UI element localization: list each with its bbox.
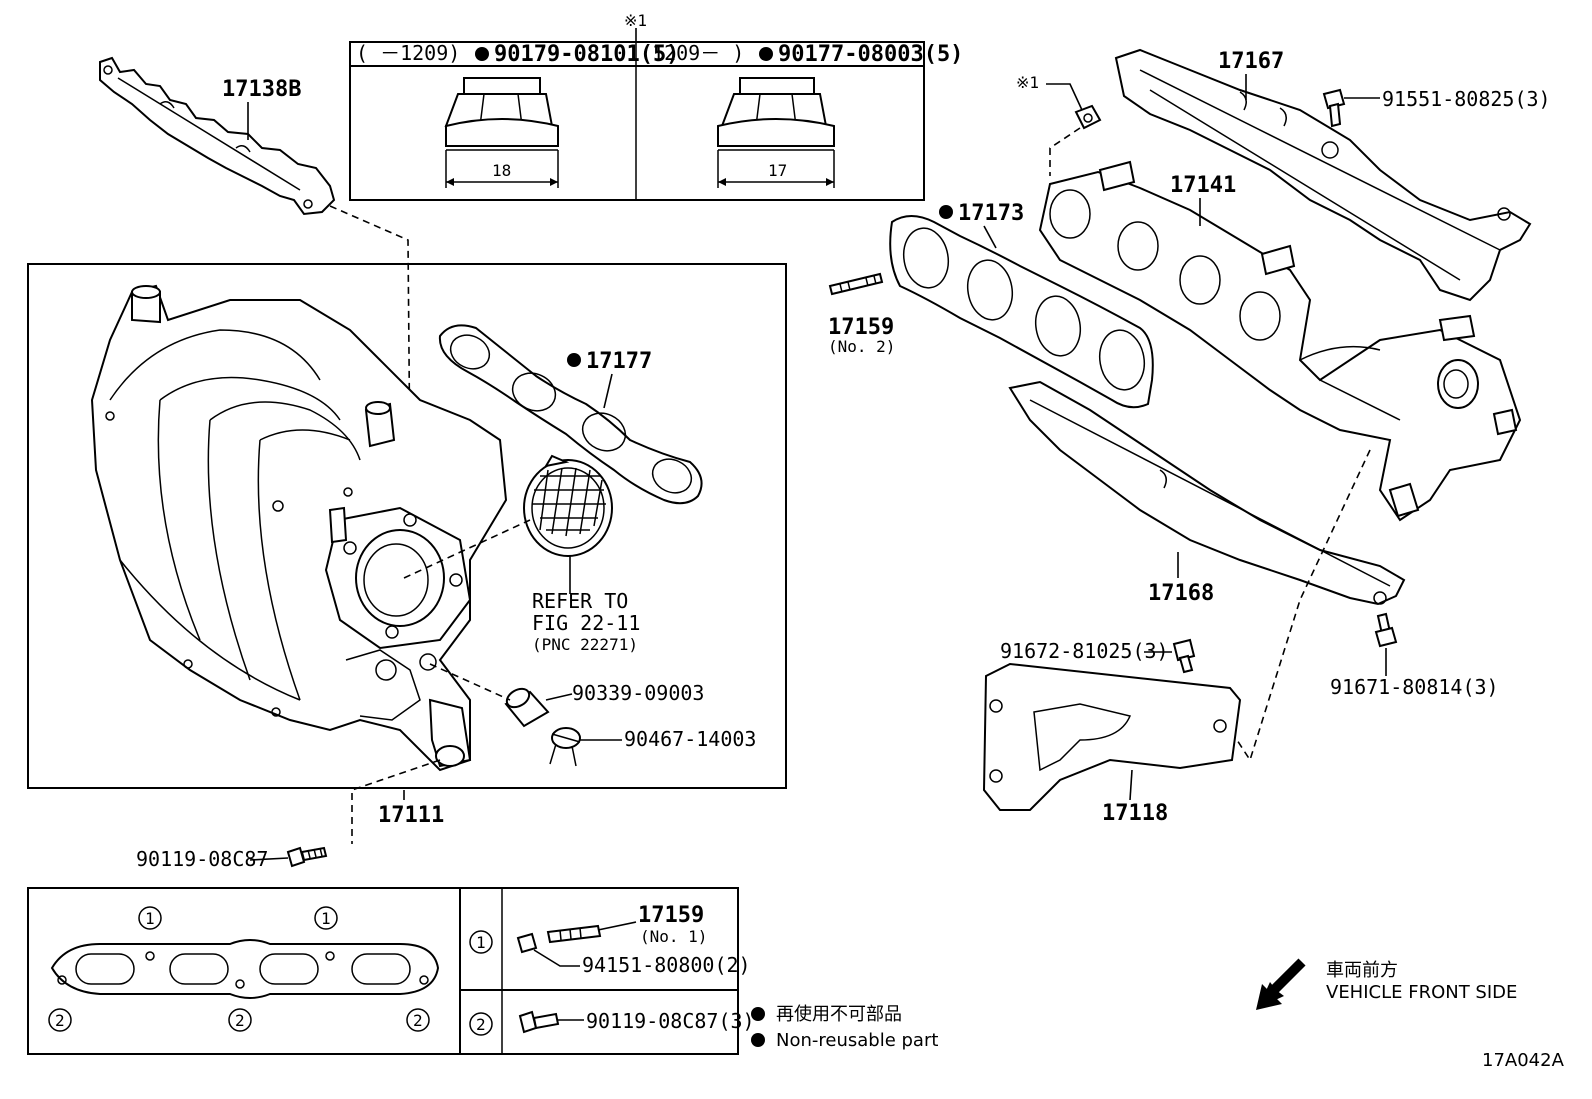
flange-nut-icon xyxy=(717,77,835,188)
row2-bolt: 90119-08C87(3) xyxy=(586,1009,755,1033)
nut-note1-icon xyxy=(1074,104,1102,130)
nut-left-range: ( －1209) xyxy=(356,41,460,65)
stud-17159-no1-icon xyxy=(516,924,602,954)
figure-id: 17A042A xyxy=(1482,1050,1565,1071)
clip-90467 xyxy=(549,727,581,767)
plug-90339 xyxy=(504,687,550,728)
label-17177: 17177 xyxy=(586,349,652,374)
gasket-table: 1 1 2 2 2 1 17159 (No. 1) 94151-80800(2)… xyxy=(27,887,755,1055)
label-17111: 17111 xyxy=(378,803,444,828)
label-91672: 91672-81025(3) xyxy=(1000,639,1169,663)
intake-manifold-frame xyxy=(27,263,787,789)
nut-table-mark: ※1 xyxy=(624,11,647,30)
label-17138b: 17138B xyxy=(222,77,301,102)
legend-en: Non-reusable part xyxy=(776,1030,938,1051)
insulator-17138b xyxy=(99,56,336,216)
nut-right-size: 17 xyxy=(768,161,787,180)
label-note-ref: ※1 xyxy=(1016,73,1039,92)
bolt-91672-icon xyxy=(1172,638,1196,674)
row1-nut: 94151-80800(2) xyxy=(582,953,751,977)
refer-line2: FIG 22-11 xyxy=(532,611,640,635)
circle-1-top-right: 1 xyxy=(321,909,331,928)
flange-nut-icon xyxy=(444,77,559,188)
bracket-17118 xyxy=(982,662,1242,811)
row1-circle: 1 xyxy=(476,933,486,952)
gasket-17173 xyxy=(889,215,1154,409)
label-17159: 17159 xyxy=(828,315,894,340)
stud-17159-icon xyxy=(828,272,884,296)
direction-jp: 車両前方 xyxy=(1326,960,1398,981)
circle-2-right: 2 xyxy=(413,1011,423,1030)
heat-insulator-17168 xyxy=(1008,380,1406,606)
exhaust-manifold-17141 xyxy=(1038,160,1522,522)
circle-2-center: 2 xyxy=(235,1011,245,1030)
front-direction: 車両前方 VEHICLE FRONT SIDE xyxy=(1256,958,1517,1010)
circle-2-left: 2 xyxy=(55,1011,65,1030)
row1-note: (No. 1) xyxy=(640,927,707,946)
bolt-90119-row2-icon xyxy=(518,1010,560,1034)
label-91551: 91551-80825(3) xyxy=(1382,87,1551,111)
heat-insulator-17167 xyxy=(1114,48,1532,302)
intake-manifold-17111 xyxy=(90,284,508,772)
circle-1-top-left: 1 xyxy=(145,909,155,928)
bolt-91551-icon xyxy=(1322,88,1346,128)
bolt-91671-icon xyxy=(1374,612,1398,648)
legend-jp: 再使用不可部品 xyxy=(776,1004,902,1025)
label-91671: 91671-80814(3) xyxy=(1330,675,1499,699)
direction-en: VEHICLE FRONT SIDE xyxy=(1326,982,1517,1003)
throttle-gasket-mesh xyxy=(523,454,613,557)
nut-right-range: (1209－ ) xyxy=(640,41,744,65)
nut-table: ※1 ( －1209) 90179-08101(5) (1209－ ) 9017… xyxy=(349,11,963,201)
refer-line1: REFER TO xyxy=(532,589,628,613)
legend: 再使用不可部品 Non-reusable part xyxy=(751,1004,938,1051)
label-90339: 90339-09003 xyxy=(572,681,704,705)
label-17141: 17141 xyxy=(1170,173,1236,198)
gasket-17177 xyxy=(438,324,703,505)
non-reusable-dot xyxy=(475,47,489,61)
non-reusable-dot xyxy=(567,353,581,367)
row1-part: 17159 xyxy=(638,903,704,928)
nut-left-part: 90179-08101(5) xyxy=(494,42,679,67)
non-reusable-dot xyxy=(759,47,773,61)
row2-circle: 2 xyxy=(476,1015,486,1034)
label-17167: 17167 xyxy=(1218,49,1284,74)
label-17173: 17173 xyxy=(958,201,1024,226)
label-17118: 17118 xyxy=(1102,801,1168,826)
nut-right-part: 90177-08003(5) xyxy=(778,42,963,67)
nut-left-size: 18 xyxy=(492,161,511,180)
refer-line3: (PNC 22271) xyxy=(532,635,638,654)
label-90119: 90119-08C87 xyxy=(136,847,268,871)
label-17159-note: (No. 2) xyxy=(828,337,895,356)
label-17168: 17168 xyxy=(1148,581,1214,606)
non-reusable-dot xyxy=(939,205,953,219)
bolt-90119-icon xyxy=(286,846,328,868)
label-90467: 90467-14003 xyxy=(624,727,756,751)
